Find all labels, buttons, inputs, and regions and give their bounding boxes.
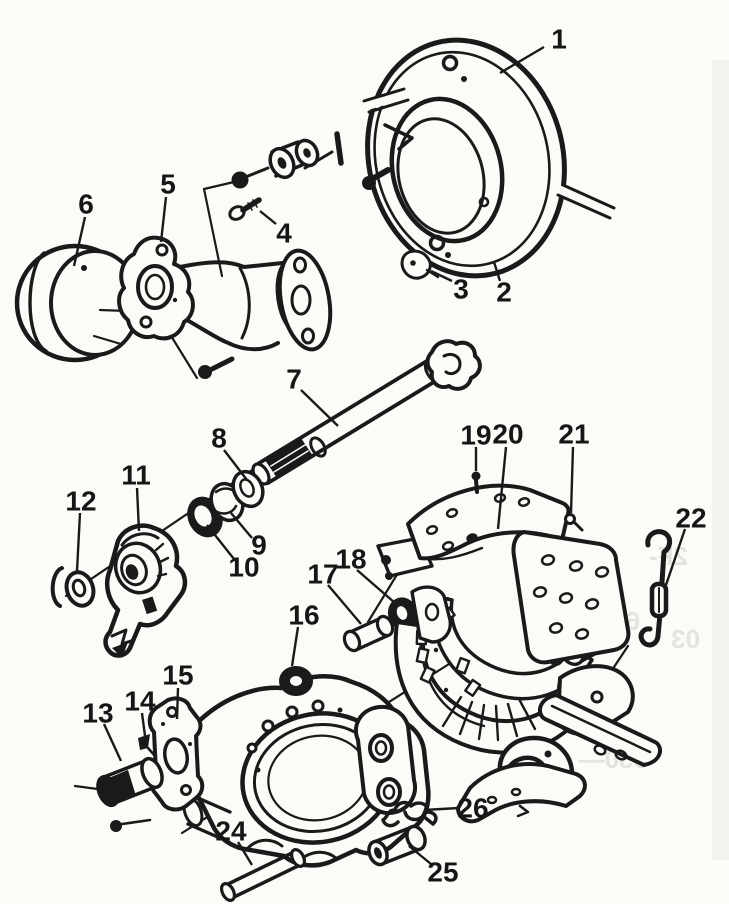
- s-cam-head: [423, 339, 482, 391]
- callout-21-label: 21: [558, 419, 589, 450]
- callout-3-leader: [430, 269, 453, 283]
- shoe-roller-25: [367, 824, 427, 867]
- dust-shield: [361, 37, 617, 279]
- callout-14-leader: [140, 712, 147, 737]
- shoe-fan-ribs: [441, 695, 537, 742]
- callout-15-leader: [175, 687, 180, 720]
- lock-clip-14: [138, 734, 157, 758]
- bleed-through-fragment: 03: [671, 624, 700, 654]
- bolt-4: [228, 197, 262, 221]
- small-rivet: [110, 820, 122, 832]
- callout-16-label: 16: [288, 600, 319, 631]
- callout-18-label: 18: [335, 544, 366, 575]
- callout-13-label: 13: [82, 698, 113, 729]
- roller-retainer-clip: [381, 800, 438, 828]
- callout-17-label: 17: [307, 559, 338, 590]
- callout-10-label: 10: [228, 552, 259, 583]
- callout-2-label: 2: [496, 277, 512, 308]
- slack-adjuster: [103, 523, 188, 658]
- callout-11-label: 11: [121, 460, 151, 491]
- callout-8-leader: [223, 449, 248, 481]
- spring-pin-17: [342, 614, 395, 653]
- callout-24-leader: [236, 841, 254, 866]
- callout-26-label: 26: [457, 793, 488, 824]
- callout-19-label: 19: [460, 420, 491, 451]
- callout-20-leader: [496, 446, 508, 530]
- adjuster-washer: [50, 566, 96, 608]
- callout-7-label: 7: [286, 364, 302, 395]
- callout-6-leader: [72, 216, 87, 267]
- callout-10-leader: [206, 524, 235, 560]
- callout-17-leader: [327, 584, 362, 625]
- callout-12-leader: [75, 512, 82, 572]
- upper-brake-lining: [406, 471, 584, 561]
- callout-1-label: 1: [551, 24, 567, 55]
- callout-26-leader: [423, 806, 460, 812]
- callout-25-leader: [408, 845, 432, 865]
- callout-12-label: 12: [65, 486, 96, 517]
- callout-15-label: 15: [162, 660, 193, 691]
- callout-5-leader: [159, 196, 168, 243]
- end-cap: [14, 243, 141, 363]
- camshaft-bushing: [96, 756, 164, 832]
- retainer-pin-21: [564, 513, 584, 532]
- callout-5-label: 5: [160, 169, 176, 200]
- bottom-shoe-plate: [456, 762, 587, 824]
- callout-2-leader: [492, 261, 502, 282]
- anchor-lock-plate: [376, 536, 434, 580]
- diagram-artwork: [14, 37, 673, 902]
- callout-20-label: 20: [492, 419, 523, 450]
- grommet-16: [279, 666, 313, 696]
- callout-8-label: 8: [211, 423, 227, 454]
- camshaft-bracket: [117, 235, 333, 379]
- callout-3-label: 3: [453, 274, 469, 305]
- right-brake-lining: [511, 530, 631, 665]
- lining-screw-19: [471, 471, 481, 494]
- callout-11-leader: [135, 487, 141, 532]
- shield-split-gap: [361, 87, 617, 220]
- callout-24-label: 24: [215, 816, 247, 847]
- callout-16-leader: [290, 626, 300, 667]
- callout-22-label: 22: [675, 503, 706, 534]
- shield-hub-opening: [389, 96, 505, 244]
- callout-1-leader: [499, 45, 545, 75]
- shield-hole: [441, 54, 459, 72]
- callout-6-label: 6: [78, 189, 94, 220]
- anchor-pin-boss: [354, 705, 417, 815]
- shield-mounting-screw: [362, 167, 391, 190]
- callout-7-leader: [300, 389, 339, 427]
- spacer-plate: [147, 696, 205, 812]
- callout-25-label: 25: [427, 857, 458, 888]
- callout-13-leader: [102, 723, 123, 762]
- callout-21-leader: [569, 446, 575, 514]
- callout-9-label: 9: [251, 530, 267, 561]
- callout-4-leader: [259, 210, 277, 225]
- anchor-rail: [537, 693, 663, 767]
- clevis-and-pin: [231, 131, 344, 189]
- bracket-lower-bolt: [198, 356, 235, 379]
- callout-14-label: 14: [124, 686, 156, 717]
- lining-rivet-holes: [425, 493, 531, 552]
- return-spring-22: [638, 529, 673, 648]
- callout-4-label: 4: [276, 218, 292, 249]
- anchor-pin-24: [219, 848, 307, 902]
- tab-washer: [400, 249, 440, 280]
- callout-22-leader: [664, 528, 687, 586]
- page-edge-shading: [712, 60, 729, 860]
- lining-holes: [532, 554, 610, 640]
- callout-9-leader: [230, 512, 253, 539]
- camshaft-washers: [187, 469, 265, 538]
- callout-18-leader: [356, 569, 396, 604]
- shield-hole: [428, 234, 446, 252]
